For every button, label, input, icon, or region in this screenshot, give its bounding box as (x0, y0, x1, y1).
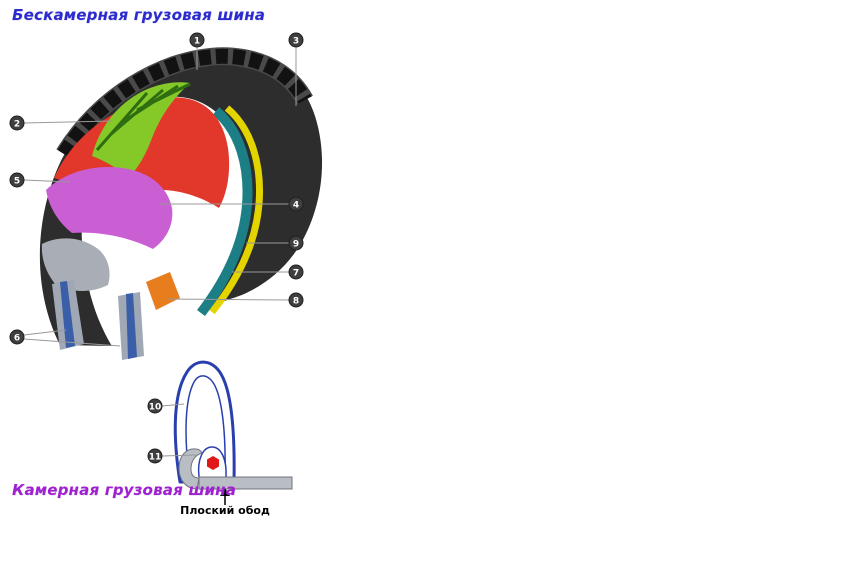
tubeless-tire-cutaway (39, 47, 323, 360)
callout-6-line-a (23, 329, 67, 336)
callout-1-number: 1 (194, 37, 200, 47)
callouts-main: 1 3 2 5 4 (9, 32, 304, 347)
flat-rim-strip (198, 476, 293, 490)
green-belt-cords (95, 82, 191, 151)
tread-blocks (57, 48, 312, 158)
callout-8-marker (288, 292, 304, 308)
callout-5-line (23, 179, 71, 183)
callout-7-number: 7 (293, 269, 299, 279)
flat-rim-arrow-head (220, 488, 230, 496)
callout-5: 5 (9, 172, 71, 188)
magenta-carcass-layer (46, 167, 173, 249)
callout-2-marker (9, 115, 25, 131)
green-belt-layer (92, 82, 190, 177)
callout-1: 1 (189, 32, 205, 70)
callout-8: 8 (167, 292, 304, 308)
inner-tube-line (185, 375, 226, 477)
callout-11: 11 (147, 448, 197, 464)
callout-6-line-b (23, 338, 121, 347)
callout-11-marker (147, 448, 163, 464)
callout-9-number: 9 (293, 240, 299, 250)
left-bead-wire (60, 281, 75, 348)
right-bead-wire (126, 293, 137, 359)
gray-layer (41, 238, 110, 291)
callout-2-number: 2 (14, 120, 20, 130)
callout-8-line (167, 298, 290, 301)
callout-7-marker (288, 264, 304, 280)
callout-11-line (161, 454, 197, 457)
callout-1-marker (189, 32, 205, 48)
callout-8-number: 8 (293, 297, 299, 307)
callout-9: 9 (246, 235, 304, 251)
callout-10-line (161, 403, 185, 407)
title-tubeless-tire: Бескамерная грузовая шина (12, 6, 266, 24)
orange-bead-piece (146, 272, 180, 310)
valve-hexagon (207, 456, 219, 470)
callout-2: 2 (9, 115, 113, 131)
callout-10-number: 10 (149, 403, 162, 413)
callout-3: 3 (288, 32, 304, 106)
callout-4-number: 4 (293, 201, 299, 211)
callout-11-number: 11 (149, 453, 162, 463)
callout-5-marker (9, 172, 25, 188)
callout-7: 7 (232, 264, 304, 280)
callout-10-marker (147, 398, 163, 414)
callout-10: 10 (147, 398, 185, 414)
callout-6: 6 (9, 329, 121, 347)
callout-5-number: 5 (14, 177, 20, 187)
callout-6-number: 6 (14, 334, 20, 344)
title-tube-type-tire: Камерная грузовая шина (12, 481, 237, 499)
flat-rim-label: Плоский обод (180, 504, 270, 517)
callout-2-line (23, 120, 113, 124)
rim-flange-hook (178, 448, 203, 490)
callout-4-marker (288, 196, 304, 212)
callout-9-marker (288, 235, 304, 251)
callout-4: 4 (160, 196, 304, 212)
callout-6-marker (9, 329, 25, 345)
teal-inner-liner (197, 107, 253, 317)
callout-3-number: 3 (293, 37, 299, 47)
tube-type-tire-section: 10 11 (147, 360, 293, 505)
callout-3-marker (288, 32, 304, 48)
